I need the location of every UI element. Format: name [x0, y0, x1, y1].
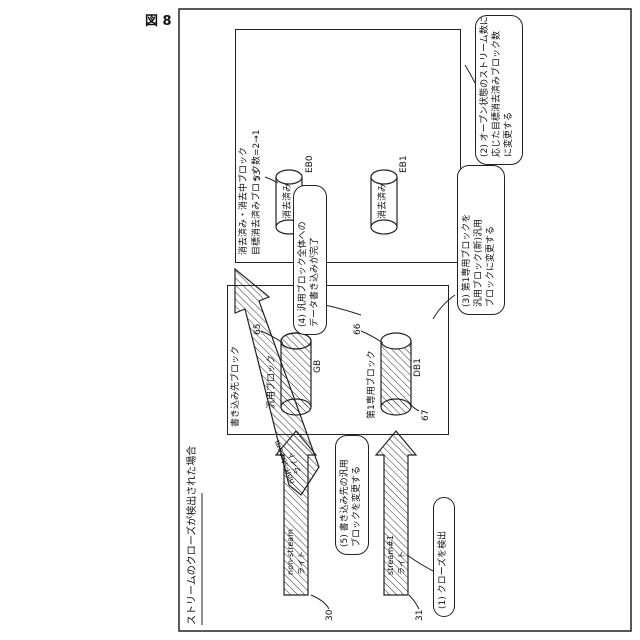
callout-step3-line3: ブロックに変更する: [485, 173, 497, 307]
callout-step2-line1: (2) オープン状態のストリーム数に: [479, 23, 491, 157]
nonstream-top-line1: non-stream: [285, 529, 296, 575]
stream1-line1: stream#1: [385, 535, 396, 575]
diagram-title: ストリームのクローズが検出された場合: [187, 446, 198, 625]
callout-step2-line3: に変更する: [503, 23, 515, 157]
figure-label: 図 8: [145, 10, 172, 29]
callout-step5-line2: ブロックを変更する: [351, 443, 363, 547]
callout-step2-line2: 応じた目標消去済みブロック数: [491, 23, 503, 157]
callout-step1-line1: (1) クローズを検出: [437, 505, 449, 609]
callout-step1: (1) クローズを検出: [433, 497, 455, 617]
diagram-canvas: ストリームのクローズが検出された場合 書き込み先ブロック 消去済み・消去中ブロッ…: [175, 5, 635, 635]
ref-65: 65: [253, 324, 264, 335]
eb1-label: 消去済み: [378, 183, 389, 219]
callout-step3-line1: (3) 第1専用ブロックを: [461, 173, 473, 307]
nonstream-top-line2: ライト: [296, 551, 307, 575]
erased-box-target: 目標消去済みブロック数=2→1: [252, 129, 263, 255]
erased-blocks-box: [235, 29, 461, 263]
ref-67: 67: [421, 410, 432, 421]
ref-31: 31: [415, 610, 426, 621]
callout-step4-line2: データ書き込みが完了: [309, 193, 321, 327]
gb-id: GB: [313, 360, 324, 373]
write-destination-label: 書き込み先ブロック: [231, 346, 242, 427]
callout-step3: (3) 第1専用ブロックを 汎用ブロック(新)汎用 ブロックに変更する: [457, 165, 505, 315]
gb-name: 汎用ブロック: [267, 355, 278, 409]
callout-step3-line2: 汎用ブロック(新)汎用: [473, 173, 485, 307]
ref-66: 66: [353, 324, 364, 335]
db1-name: 第1専用ブロック: [367, 350, 378, 419]
eb1-id: EB1: [399, 155, 410, 173]
callout-step5-line1: (5) 書き込み先の汎用: [339, 443, 351, 547]
db1-id: DB1: [413, 358, 424, 377]
eb0-id: EB0: [305, 155, 316, 173]
callout-step4: (4) 汎用ブロック全体への データ書き込みが完了: [293, 185, 327, 335]
diagram-frame: ストリームのクローズが検出された場合 書き込み先ブロック 消去済み・消去中ブロッ…: [175, 5, 635, 635]
stream1-line2: ライト: [396, 551, 407, 575]
callout-step5: (5) 書き込み先の汎用 ブロックを変更する: [335, 435, 369, 555]
ref-53: 53: [253, 170, 264, 181]
ref-30: 30: [325, 610, 336, 621]
erased-box-label: 消去済み・消去中ブロック: [239, 147, 250, 255]
callout-step4-line1: (4) 汎用ブロック全体への: [297, 193, 309, 327]
callout-step2: (2) オープン状態のストリーム数に 応じた目標消去済みブロック数 に変更する: [475, 15, 523, 165]
